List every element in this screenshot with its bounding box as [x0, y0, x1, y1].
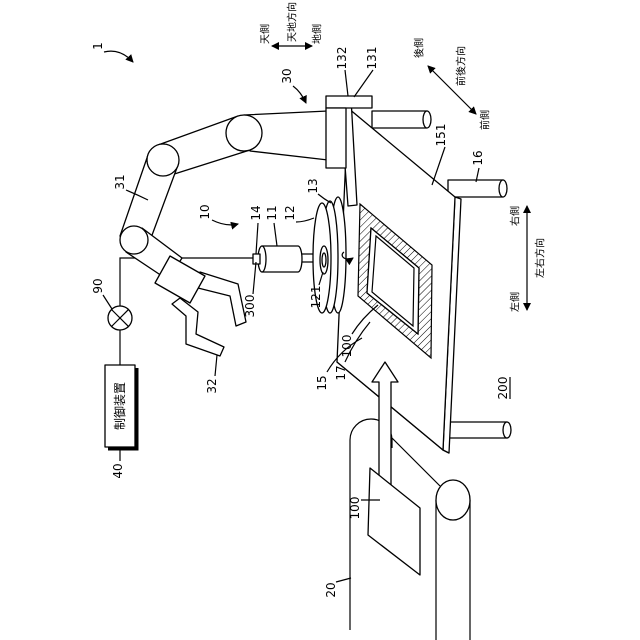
label-151: 151 [434, 124, 448, 147]
label-90: 90 [91, 278, 105, 293]
label-31: 31 [113, 174, 127, 189]
label-32: 32 [205, 378, 219, 393]
label-left-right-direction: 左右方向 [534, 238, 547, 278]
label-top-side: 天側 [259, 24, 272, 44]
table-leg-rear [372, 111, 427, 128]
label-100-table: 100 [340, 335, 354, 358]
robot-base-mount [326, 96, 372, 108]
label-11: 11 [265, 205, 279, 220]
label-17: 17 [334, 365, 348, 380]
label-100-conveyor: 100 [348, 497, 362, 520]
label-left-side: 左側 [509, 292, 522, 312]
robot-joint-wrist [120, 226, 148, 254]
label-ground-side: 地側 [311, 24, 324, 44]
table-leg-16 [448, 180, 503, 197]
ring-121-inner [322, 253, 326, 267]
label-12: 12 [283, 205, 297, 220]
table-leg-rear-end [423, 111, 431, 128]
label-vertical-direction: 天地方向 [286, 2, 299, 42]
label-14: 14 [249, 205, 263, 220]
table-leg-16-end [499, 180, 507, 197]
label-30: 30 [280, 68, 294, 83]
valve-90 [108, 306, 132, 330]
label-13: 13 [306, 178, 320, 193]
label-300: 300 [243, 295, 257, 318]
label-right-side: 右側 [509, 206, 522, 226]
controller-40: 制御装置 [105, 365, 137, 449]
cylinder-11 [262, 246, 302, 272]
label-front-back-direction: 前後方向 [455, 46, 468, 86]
robot-joint-elbow [226, 115, 262, 151]
table-leg-front-end [503, 422, 511, 438]
label-200: 200 [496, 377, 510, 400]
label-132: 132 [335, 47, 349, 70]
robot-base-pillar [326, 108, 346, 168]
label-40: 40 [111, 463, 125, 478]
label-121: 121 [309, 286, 323, 309]
table-leg-front [446, 422, 507, 438]
label-131: 131 [365, 47, 379, 70]
label-front-side: 前側 [479, 110, 492, 130]
conveyor-roller [436, 480, 470, 520]
robot-joint-middle [147, 144, 179, 176]
controller-label: 制御装置 [112, 382, 127, 430]
label-rear-side: 後側 [413, 38, 426, 58]
label-15: 15 [315, 375, 329, 390]
label-20: 20 [324, 582, 338, 597]
label-16: 16 [471, 150, 485, 165]
label-10: 10 [198, 204, 212, 219]
label-1: 1 [91, 42, 105, 50]
